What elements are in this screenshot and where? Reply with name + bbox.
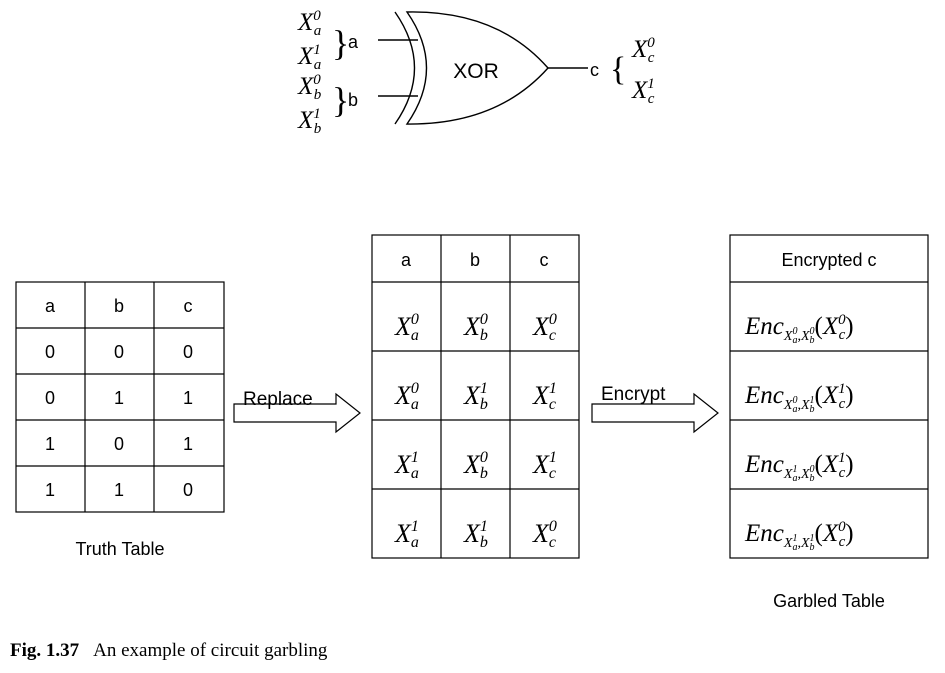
truth-cell: 1 bbox=[183, 388, 193, 408]
truth-header-c: c bbox=[184, 296, 193, 316]
truth-cell: 0 bbox=[45, 388, 55, 408]
truth-cell: 1 bbox=[45, 434, 55, 454]
truth-table bbox=[15, 281, 225, 513]
label-header-c: c bbox=[540, 250, 549, 270]
caption-text: An example of circuit garbling bbox=[93, 640, 328, 661]
truth-cell: 1 bbox=[183, 434, 193, 454]
input-a-label: a bbox=[348, 32, 359, 52]
figure-caption: Fig. 1.37 An example of circuit garbling bbox=[10, 640, 328, 661]
brace-a: } bbox=[332, 23, 349, 63]
xor-gate-extra-arc bbox=[394, 11, 416, 125]
input-b-label: b bbox=[348, 90, 358, 110]
truth-cell: 0 bbox=[183, 480, 193, 500]
truth-header-b: b bbox=[114, 296, 124, 316]
gate-label: XOR bbox=[453, 60, 499, 83]
truth-cell: 1 bbox=[45, 480, 55, 500]
replace-label: Replace bbox=[243, 389, 313, 410]
brace-c: { bbox=[610, 51, 626, 88]
xor-gate-body bbox=[405, 11, 549, 125]
garbled-table bbox=[729, 234, 929, 559]
caption-number: Fig. 1.37 bbox=[10, 640, 80, 661]
brace-b: } bbox=[332, 80, 349, 120]
output-c-label: c bbox=[590, 60, 599, 80]
replace-arrow bbox=[233, 392, 361, 434]
truth-cell: 0 bbox=[114, 342, 124, 362]
encrypt-arrow bbox=[591, 392, 719, 434]
label-header-a: a bbox=[401, 250, 412, 270]
truth-header-a: a bbox=[45, 296, 56, 316]
truth-cell: 0 bbox=[114, 434, 124, 454]
garbled-header: Encrypted c bbox=[781, 250, 876, 270]
label-table bbox=[371, 234, 580, 559]
truth-cell: 1 bbox=[114, 480, 124, 500]
truth-cell: 1 bbox=[114, 388, 124, 408]
garbled-table-label: Garbled Table bbox=[773, 591, 885, 611]
truth-cell: 0 bbox=[45, 342, 55, 362]
label-header-b: b bbox=[470, 250, 480, 270]
truth-table-label: Truth Table bbox=[75, 539, 164, 559]
encrypt-label: Encrypt bbox=[601, 384, 666, 405]
truth-cell: 0 bbox=[183, 342, 193, 362]
xor-gate bbox=[378, 11, 588, 125]
